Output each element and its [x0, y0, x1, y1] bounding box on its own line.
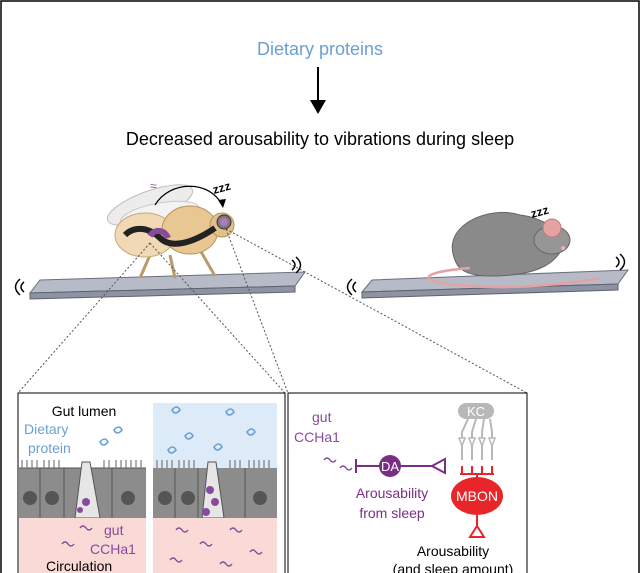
brain-ccha1-label-line1: gut — [312, 409, 332, 425]
epithelium-left — [19, 462, 146, 518]
down-arrow — [310, 67, 326, 114]
gut-panel: Gut lumen Dietary protein gut CCHa1 Circ… — [18, 393, 285, 573]
fly-plate — [30, 272, 305, 299]
brain-panel: gut CCHa1 DA Arousability from sleep — [288, 393, 527, 573]
da-output-label-line1: Arousability — [356, 485, 428, 501]
zoom-lines — [18, 229, 527, 393]
dietary-protein-label-line1: Dietary — [24, 421, 68, 437]
vibration-mouse-right-icon — [616, 254, 625, 270]
kc-label: KC — [467, 404, 485, 419]
da-label: DA — [381, 459, 399, 474]
da-neuron — [356, 455, 445, 477]
brain-ccha1-label-line2: CCHa1 — [294, 429, 340, 445]
dietary-protein-label-line2: protein — [28, 440, 71, 456]
mbon-output-label-line1: Arousability — [417, 543, 489, 559]
circulation-label: Circulation — [46, 558, 112, 573]
brain-ccha1-squiggles — [324, 458, 352, 470]
epithelium-right — [153, 462, 277, 518]
vibration-left-icon — [16, 279, 25, 295]
fly-sleep-zzz: zzz — [211, 179, 232, 197]
mbon-output-label-line2: (and sleep amount) — [393, 561, 514, 573]
vibration-mouse-left-icon — [348, 279, 357, 295]
result-label: Decreased arousability to vibrations dur… — [126, 129, 514, 149]
gut-ccha1-label-line1: gut — [104, 522, 124, 538]
mouse-sleep-zzz: zzz — [529, 203, 550, 221]
gut-ccha1-label-line2: CCHa1 — [90, 541, 136, 557]
vibration-right-icon — [292, 257, 301, 273]
da-output-label-line2: from sleep — [359, 505, 425, 521]
fly-gut-hormone-squiggle: ≈ — [150, 179, 157, 193]
mbon-label: MBON — [456, 488, 498, 504]
dietary-proteins-label: Dietary proteins — [257, 39, 383, 59]
gut-lumen-label: Gut lumen — [52, 403, 117, 419]
